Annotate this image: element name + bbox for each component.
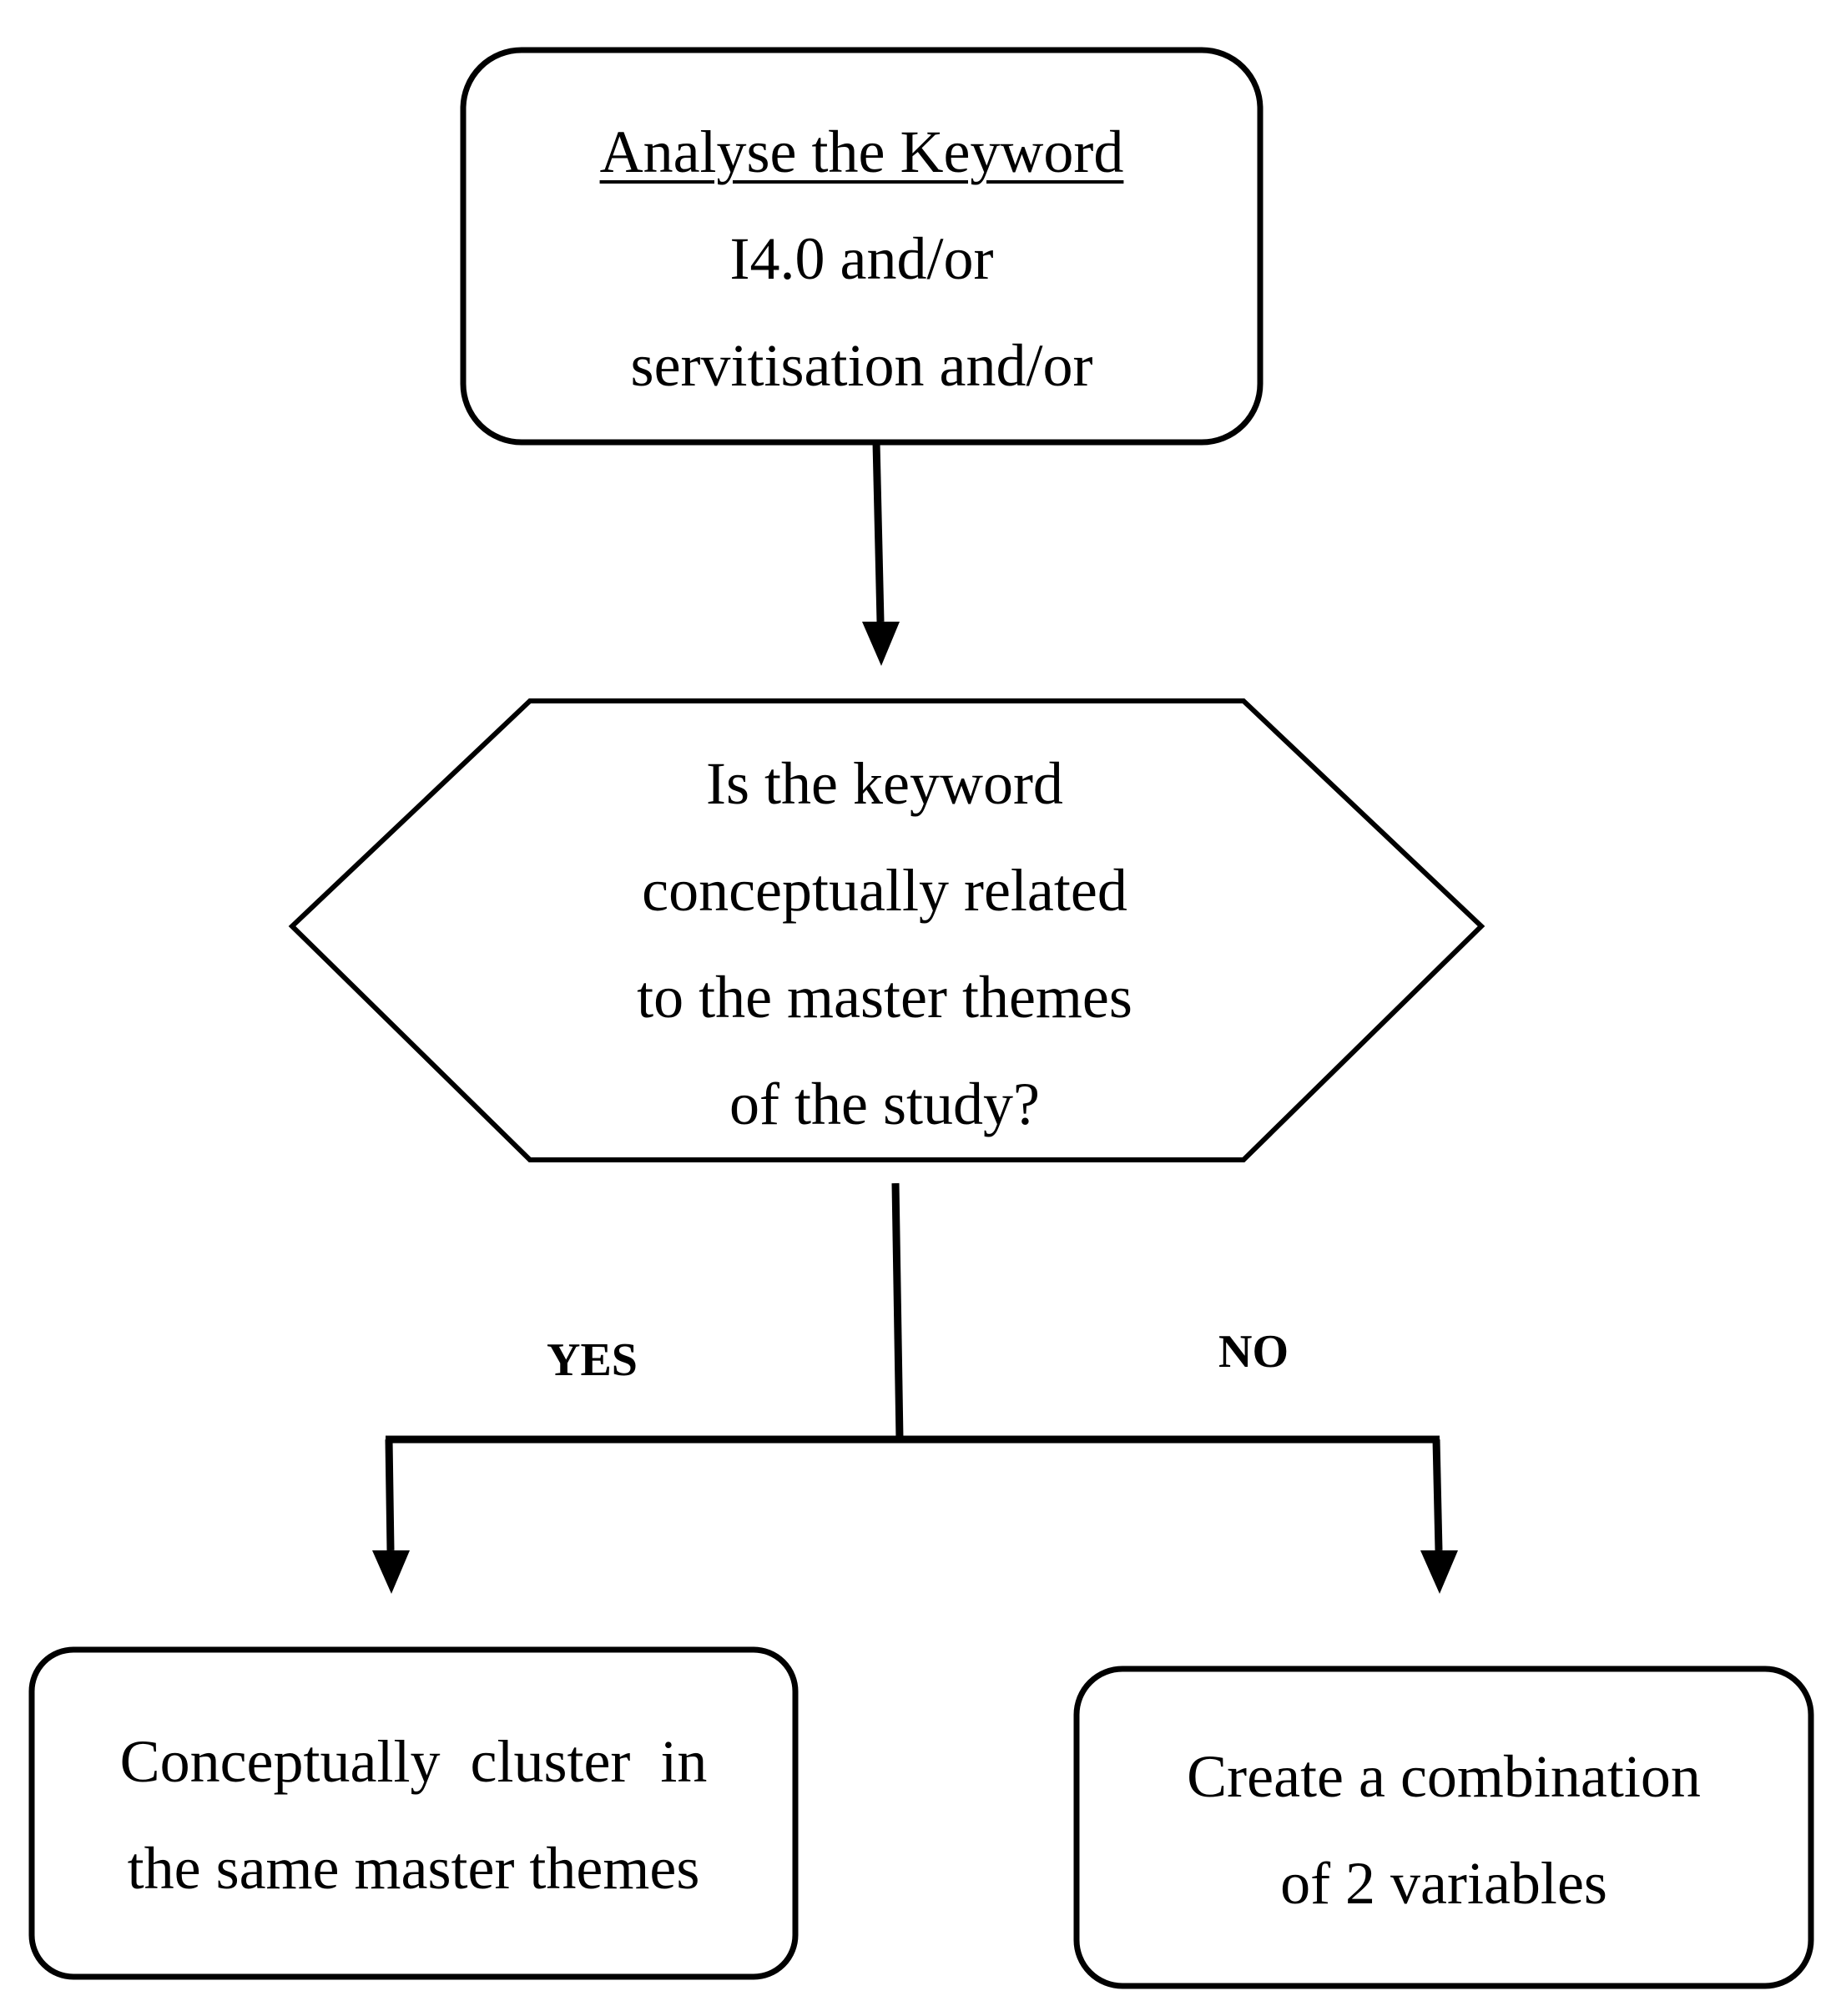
no-outcome-line-2: of 2 variables [1280,1850,1607,1917]
yes-label: YES [547,1334,638,1386]
yes-outcome-line-2: the same master themes [127,1835,700,1902]
start-node-text: Analyse the Keyword I4.0 and/or servitis… [463,98,1260,419]
decision-line-1: Is the keyword [706,750,1063,817]
decision-line-4: of the study? [729,1071,1040,1137]
yes-outcome-box [28,1646,799,1980]
no-outcome-box [1073,1666,1814,1989]
connector-yes-down [385,1439,395,1551]
decision-line-3: to the master themes [637,964,1132,1031]
yes-outcome-text: Conceptually cluster in the same master … [32,1708,795,1922]
arrowhead-start-to-decision [862,622,900,666]
connector-no-down [1432,1439,1443,1551]
arrowhead-yes [372,1550,410,1594]
arrowhead-no [1420,1550,1458,1594]
decision-line-2: conceptually related [642,857,1127,924]
no-outcome-text: Create a combination of 2 variables [1077,1723,1811,1937]
no-label: NO [1218,1326,1289,1378]
start-node-line-1: I4.0 and/or [729,225,994,292]
start-node-title: Analyse the Keyword [599,118,1124,185]
connector-decision-down [891,1182,904,1440]
decision-hexagon [288,698,1485,1162]
arrow-start-to-decision [872,441,885,622]
start-box [460,47,1264,446]
start-node-line-2: servitisation and/or [630,332,1093,399]
no-outcome-line-1: Create a combination [1187,1743,1701,1810]
yes-outcome-line-1: Conceptually cluster in [119,1728,708,1795]
decision-node-text: Is the keyword conceptually related to t… [517,730,1252,1157]
